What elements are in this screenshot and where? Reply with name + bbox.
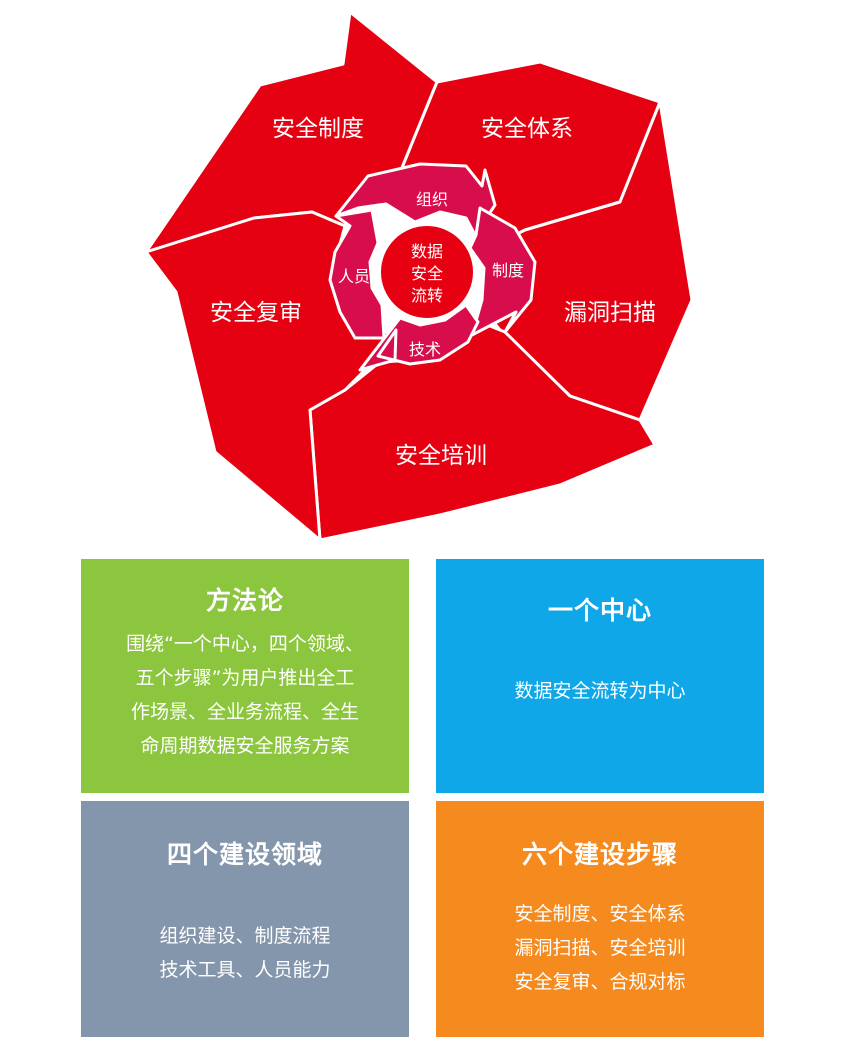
six-steps-title: 六个建设步骤 — [521, 840, 678, 869]
methodology-line: 围绕“一个中心，四个领域、 — [126, 633, 364, 655]
methodology-line: 命周期数据安全服务方案 — [140, 735, 350, 757]
methodology-line: 作场景、全业务流程、全生 — [130, 701, 359, 723]
methodology-line: 五个步骤”为用户推出全工 — [135, 667, 355, 689]
hub-line-2: 安全 — [411, 264, 443, 283]
one-center-body: 数据安全流转为中心 — [436, 674, 764, 708]
six-steps-line: 漏洞扫描、安全培训 — [514, 937, 686, 959]
one-center-line: 数据安全流转为中心 — [514, 680, 686, 702]
outer-label-s1: 安全制度 — [272, 116, 364, 142]
four-domains-line: 组织建设、制度流程 — [159, 925, 331, 947]
one-center-panel: 一个中心 数据安全流转为中心 — [436, 559, 764, 793]
hub-line-3: 流转 — [411, 286, 443, 305]
four-domains-body: 组织建设、制度流程 技术工具、人员能力 — [81, 919, 409, 987]
four-domains-title: 四个建设领域 — [166, 840, 323, 869]
four-domains-panel: 四个建设领域 组织建设、制度流程 技术工具、人员能力 — [81, 801, 409, 1037]
inner-arrow-d2 — [468, 206, 537, 337]
center-hub — [377, 222, 477, 322]
outer-label-s2: 安全体系 — [481, 116, 573, 142]
cycle-diagram: 安全制度 安全体系 漏洞扫描 安全培训 安全复审 组织 制度 技术 人员 数据 … — [144, 10, 694, 542]
methodology-panel: 方法论 围绕“一个中心，四个领域、 五个步骤”为用户推出全工 作场景、全业务流程… — [81, 559, 409, 793]
methodology-title: 方法论 — [205, 586, 284, 615]
six-steps-line: 安全制度、安全体系 — [514, 903, 686, 925]
methodology-body: 围绕“一个中心，四个领域、 五个步骤”为用户推出全工 作场景、全业务流程、全生 … — [81, 627, 409, 763]
outer-label-s4: 安全培训 — [395, 443, 487, 469]
inner-arrow-d3 — [358, 303, 480, 372]
inner-arrow-d4 — [328, 208, 386, 340]
inner-label-d1: 组织 — [416, 190, 448, 209]
one-center-title: 一个中心 — [547, 596, 652, 625]
hub-line-1: 数据 — [411, 242, 443, 261]
six-steps-line: 安全复审、合规对标 — [514, 971, 686, 993]
six-steps-body: 安全制度、安全体系 漏洞扫描、安全培训 安全复审、合规对标 — [436, 897, 764, 999]
outer-arrow-s4 — [308, 316, 657, 542]
inner-label-d4: 人员 — [338, 267, 370, 286]
four-domains-line: 技术工具、人员能力 — [159, 959, 331, 981]
outer-label-s3: 漏洞扫描 — [564, 300, 656, 326]
inner-label-d2: 制度 — [492, 261, 524, 280]
inner-label-d3: 技术 — [409, 340, 441, 359]
outer-label-s5: 安全复审 — [210, 300, 302, 326]
six-steps-panel: 六个建设步骤 安全制度、安全体系 漏洞扫描、安全培训 安全复审、合规对标 — [436, 801, 764, 1037]
